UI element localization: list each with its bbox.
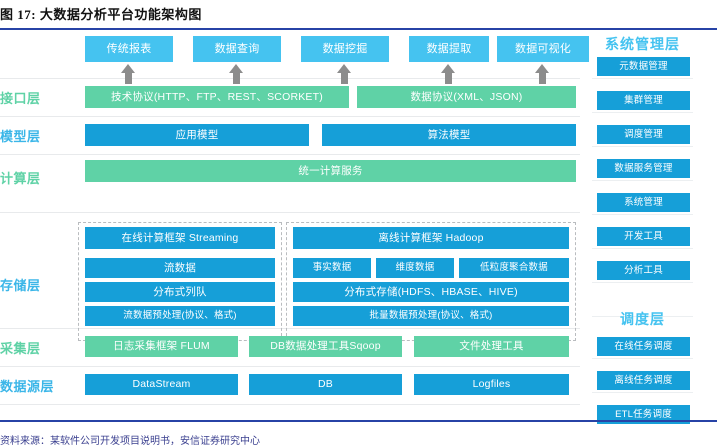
divider-collect-top <box>0 328 580 329</box>
divider-interface-top <box>0 78 580 79</box>
collection-box-2[interactable]: 文件处理工具 <box>414 336 569 357</box>
scheduler-item-0[interactable]: 在线任务调度 <box>597 337 690 356</box>
divider-model-top <box>0 116 580 117</box>
right-column-header-scheduler: 调度层 <box>620 311 665 327</box>
rc-divider-4 <box>592 214 693 215</box>
storage-box-dimension-data[interactable]: 维度数据 <box>376 258 454 278</box>
storage-box-stream-data[interactable]: 流数据 <box>85 258 275 278</box>
storage-box-stream-preprocess[interactable]: 流数据预处理(协议、格式) <box>85 306 275 326</box>
up-arrow-icon-3 <box>441 64 456 84</box>
top-rule <box>0 28 717 30</box>
row-label-storage: 存储层 <box>0 278 41 293</box>
app-box-4[interactable]: 数据可视化 <box>497 36 589 62</box>
up-arrow-icon-1 <box>229 64 244 84</box>
rc-divider-2 <box>592 146 693 147</box>
collection-box-0[interactable]: 日志采集框架 FLUM <box>85 336 238 357</box>
up-arrow-icon-2 <box>337 64 352 84</box>
row-label-compute: 计算层 <box>0 171 41 186</box>
rc-divider-7 <box>592 316 693 317</box>
divider-storage-top <box>0 212 580 213</box>
up-arrow-icon-4 <box>535 64 550 84</box>
system-mgmt-item-2[interactable]: 调度管理 <box>597 125 690 144</box>
divider-compute-top <box>0 154 580 155</box>
storage-box-batch-preprocess[interactable]: 批量数据预处理(协议、格式) <box>293 306 569 326</box>
scheduler-item-1[interactable]: 离线任务调度 <box>597 371 690 390</box>
storage-box-fact-data[interactable]: 事实数据 <box>293 258 371 278</box>
up-arrow-icon-0 <box>121 64 136 84</box>
datasource-box-1[interactable]: DB <box>249 374 402 395</box>
app-box-3[interactable]: 数据提取 <box>409 36 489 62</box>
compute-box-hadoop[interactable]: 离线计算框架 Hadoop <box>293 227 569 249</box>
system-mgmt-item-1[interactable]: 集群管理 <box>597 91 690 110</box>
row-label-interface: 接口层 <box>0 91 41 106</box>
bottom-rule <box>0 420 717 422</box>
row-label-model: 模型层 <box>0 129 41 144</box>
scheduler-item-2[interactable]: ETL任务调度 <box>597 405 690 424</box>
rc-divider-3 <box>592 180 693 181</box>
row-label-collection: 采集层 <box>0 341 41 356</box>
rc2-divider-1 <box>592 392 693 393</box>
architecture-diagram: 传统报表 数据查询 数据挖掘 数据提取 数据可视化 接口层 技术协议(HTTP、… <box>0 28 717 432</box>
interface-box-1[interactable]: 数据协议(XML、JSON) <box>357 86 576 108</box>
system-mgmt-item-4[interactable]: 系统管理 <box>597 193 690 212</box>
divider-source-bottom <box>0 404 580 405</box>
right-column-header-system: 系统管理层 <box>605 36 680 52</box>
divider-source-top <box>0 366 580 367</box>
rc-divider-6 <box>592 282 693 283</box>
system-mgmt-item-0[interactable]: 元数据管理 <box>597 57 690 76</box>
app-box-2[interactable]: 数据挖掘 <box>301 36 389 62</box>
figure-caption: 资料来源：某软件公司开发项目说明书，安信证券研究中心 <box>0 436 260 447</box>
system-mgmt-item-6[interactable]: 分析工具 <box>597 261 690 280</box>
rc-divider-5 <box>592 248 693 249</box>
datasource-box-2[interactable]: Logfiles <box>414 374 569 395</box>
app-box-1[interactable]: 数据查询 <box>193 36 281 62</box>
rc2-divider-0 <box>592 358 693 359</box>
row-label-datasource: 数据源层 <box>0 379 55 394</box>
datasource-box-0[interactable]: DataStream <box>85 374 238 395</box>
compute-box-streaming[interactable]: 在线计算框架 Streaming <box>85 227 275 249</box>
storage-box-distributed-storage[interactable]: 分布式存储(HDFS、HBASE、HIVE) <box>293 282 569 302</box>
compute-box-unified[interactable]: 统一计算服务 <box>85 160 576 182</box>
collection-box-1[interactable]: DB数据处理工具Sqoop <box>249 336 402 357</box>
system-mgmt-item-3[interactable]: 数据服务管理 <box>597 159 690 178</box>
model-box-1[interactable]: 算法模型 <box>322 124 576 146</box>
system-mgmt-item-5[interactable]: 开发工具 <box>597 227 690 246</box>
rc-divider-0 <box>592 78 693 79</box>
storage-box-aggregate-data[interactable]: 低粒度聚合数据 <box>459 258 569 278</box>
figure-title: 图 17: 大数据分析平台功能架构图 <box>0 7 202 22</box>
model-box-0[interactable]: 应用模型 <box>85 124 309 146</box>
interface-box-0[interactable]: 技术协议(HTTP、FTP、REST、SCORKET) <box>85 86 349 108</box>
rc-divider-1 <box>592 112 693 113</box>
storage-box-distributed-queue[interactable]: 分布式列队 <box>85 282 275 302</box>
app-box-0[interactable]: 传统报表 <box>85 36 173 62</box>
